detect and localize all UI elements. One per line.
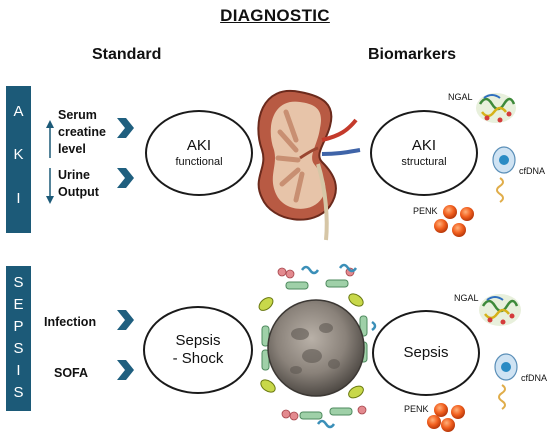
sepsis-letter: P	[13, 318, 24, 335]
ellipse-title: AKI	[411, 137, 437, 154]
ellipse-title: Sepsis	[175, 332, 221, 349]
serum-creatine-label: Serum creatine level	[58, 107, 118, 158]
ellipse-title: Sepsis	[403, 344, 449, 361]
diagram-title: DIAGNOSTIC	[220, 6, 330, 25]
sepsis-shock-ellipse: Sepsis - Shock	[143, 306, 253, 394]
label-line: Serum	[58, 108, 97, 122]
sepsis-letter: S	[13, 274, 24, 291]
aki-functional-ellipse: AKI functional	[145, 110, 253, 196]
chevron-right-icon	[117, 310, 134, 330]
sepsis-sidebar: S E P S I S	[6, 266, 31, 411]
urine-output-label: Urine Output	[58, 167, 118, 201]
ellipse-subtitle: structural	[401, 156, 447, 168]
increase-arrow-icon	[46, 120, 54, 158]
ellipse-title: - Shock	[172, 350, 224, 367]
aki-structural-ellipse: AKI structural	[370, 110, 478, 196]
penk-label: PENK	[404, 404, 429, 414]
decrease-arrow-icon	[46, 168, 54, 204]
bacteria-cluster-icon	[258, 263, 377, 429]
penk-label: PENK	[413, 206, 438, 216]
penk-molecules-icon	[434, 205, 474, 237]
aki-sidebar: A K I	[6, 86, 31, 233]
cfdna-label: cfDNA	[519, 166, 546, 176]
cfdna-cell-icon	[492, 146, 516, 203]
sepsis-letter: E	[13, 296, 24, 313]
standard-heading: Standard	[92, 46, 162, 63]
sepsis-letter: I	[16, 362, 21, 379]
ellipse-title: AKI	[186, 137, 212, 154]
cell-texture	[290, 323, 340, 374]
ngal-label: NGAL	[454, 293, 479, 303]
sepsis-letter: S	[13, 384, 24, 401]
aki-letter: K	[13, 146, 24, 163]
ngal-protein-icon	[476, 93, 516, 123]
infection-label: Infection	[44, 315, 97, 329]
aki-letter: A	[13, 103, 24, 120]
aki-letter: I	[16, 190, 21, 207]
ellipse-subtitle: functional	[175, 156, 223, 168]
chevron-right-icon	[117, 168, 134, 188]
chevron-right-icon	[117, 118, 134, 138]
label-line: Urine	[58, 168, 90, 182]
cfdna-label: cfDNA	[521, 373, 548, 383]
cfdna-cell-icon	[494, 353, 518, 410]
penk-molecules-icon	[427, 403, 465, 432]
chevron-right-icon	[117, 360, 134, 380]
immune-cell-icon	[267, 299, 365, 397]
kidney-icon	[257, 89, 361, 241]
sofa-label: SOFA	[54, 366, 89, 380]
ngal-protein-icon	[479, 294, 521, 326]
biomarkers-heading: Biomarkers	[368, 46, 457, 63]
sepsis-letter: S	[13, 340, 24, 357]
label-line: Output	[58, 185, 99, 199]
label-line: creatine	[58, 125, 106, 139]
sepsis-ellipse: Sepsis	[372, 310, 480, 396]
label-line: level	[58, 142, 86, 156]
ngal-label: NGAL	[448, 92, 473, 102]
